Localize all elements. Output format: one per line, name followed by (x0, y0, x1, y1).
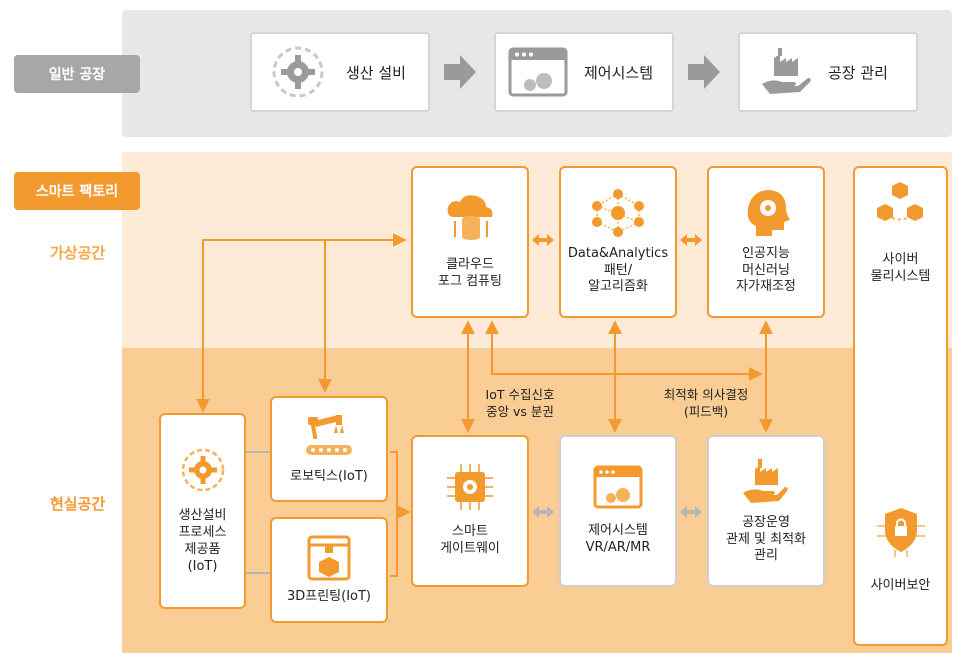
ai-card: 인공지능 머신러닝 자가재조정 (707, 166, 825, 318)
cubes-cycle-icon (877, 182, 923, 221)
shield-lock-icon (877, 508, 925, 557)
3d-printer-icon (307, 535, 351, 581)
security-label: 사이버보안 (870, 578, 931, 593)
smart-gateway-card: 스마트 게이트웨이 (411, 435, 529, 587)
real-space-label: 현실공간 (50, 495, 106, 513)
window-gear-icon (508, 47, 568, 97)
control-vr-label: 제어시스템 VR/AR/MR (585, 523, 651, 555)
ai-head-icon (747, 189, 790, 236)
factory-management-card: 공장 관리 (738, 32, 918, 112)
virtual-space-label: 가상공간 (50, 244, 106, 262)
analytics-label: Data&Analytics 패턴/ 알고리즘화 (567, 245, 669, 295)
decision-feedback-label: 최적화 의사결정 (피드백) (663, 387, 749, 419)
printing-label: 3D프린팅(IoT) (286, 588, 372, 604)
cyber-column-card: 사이버 물리시스템 사이버보안 (853, 166, 948, 646)
general-factory-tag: 일반 공장 (14, 55, 140, 93)
cloud-label: 클라우드 포그 컴퓨팅 (438, 257, 502, 289)
control-vr-card: 제어시스템 VR/AR/MR (559, 435, 677, 587)
arrow-right-icon (444, 55, 476, 93)
gear-cycle-icon (272, 46, 324, 98)
factory-hand-icon (762, 48, 811, 94)
window-gear-icon (593, 465, 643, 509)
equipment-card: 생산설비 프로세스 제공품 (IoT) (159, 413, 246, 609)
smart-factory-tag: 스마트 팩토리 (14, 172, 140, 210)
equipment-label: 생산설비 프로세스 제공품 (IoT) (178, 508, 227, 574)
iot-signal-label: IoT 수집신호 중앙 vs 분권 (485, 387, 555, 419)
factory-operation-card: 공장운영 관제 및 최적화 관리 (707, 435, 825, 587)
production-equipment-card: 생산 설비 (250, 32, 430, 112)
arrow-right-icon (688, 55, 720, 93)
step-label: 생산 설비 (346, 63, 406, 82)
robotics-label: 로보틱스(IoT) (290, 468, 368, 484)
data-analytics-card: Data&Analytics 패턴/ 알고리즘화 (559, 166, 677, 318)
step-label: 공장 관리 (828, 63, 888, 82)
operation-label: 공장운영 관제 및 최적화 관리 (725, 514, 807, 564)
robot-arm-icon (306, 414, 352, 455)
gear-cycle-icon (181, 448, 224, 492)
3d-printing-card: 3D프린팅(IoT) (270, 517, 388, 623)
step-label: 제어시스템 (584, 63, 654, 82)
cloud-database-icon (447, 195, 493, 241)
gateway-label: 스마트 게이트웨이 (440, 524, 500, 556)
cps-label: 사이버 물리시스템 (870, 252, 931, 284)
control-system-card: 제어시스템 (494, 32, 674, 112)
robotics-card: 로보틱스(IoT) (270, 396, 388, 502)
ai-label: 인공지능 머신러닝 자가재조정 (736, 245, 796, 295)
network-nodes-icon (592, 188, 644, 237)
chip-gear-icon (447, 464, 493, 511)
factory-hand-icon (743, 458, 788, 503)
cloud-computing-card: 클라우드 포그 컴퓨팅 (411, 166, 529, 318)
